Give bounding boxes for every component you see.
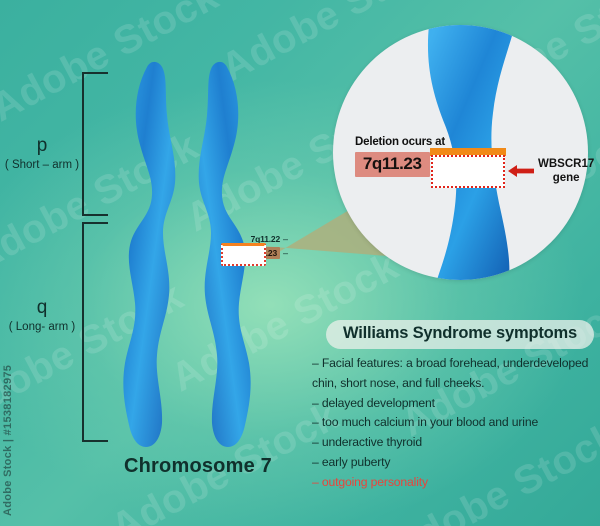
q-arm-sublabel: ( Long- arm ) xyxy=(8,320,76,333)
gene-name-line1: WBSCR17 xyxy=(538,158,595,170)
deletion-callout: Deletion ocurs at 7q11.23 – xyxy=(341,136,459,177)
deletion-marker-box xyxy=(221,243,266,266)
deletion-callout-text: Deletion ocurs at xyxy=(355,136,445,148)
p-arm-label: p ( Short – arm ) xyxy=(3,134,81,172)
symptom-item: – too much calcium in your blood and uri… xyxy=(312,415,539,430)
locus-chip: 7q11.23 xyxy=(354,152,430,177)
orange-band-marker xyxy=(430,148,506,156)
deleted-region-box xyxy=(431,155,505,188)
symptom-item: – Facial features: a broad forehead, und… xyxy=(312,356,589,390)
gene-name-label: WBSCR17 gene xyxy=(538,157,594,186)
chromosome-caption: Chromosome 7 xyxy=(124,455,272,477)
band-leader-line: – xyxy=(282,233,288,244)
q-arm-label: q ( Long- arm ) xyxy=(3,296,81,334)
left-arrow-icon xyxy=(508,165,534,178)
gene-name-line2: gene xyxy=(552,172,580,185)
band-label-7q1122: 7q11.22 xyxy=(250,234,281,244)
p-arm-letter: p xyxy=(36,135,48,156)
symptom-item: – early puberty xyxy=(312,454,391,469)
chromatid-left xyxy=(123,61,176,448)
symptom-item: – underactive thyroid xyxy=(312,435,422,450)
q-arm-bracket xyxy=(82,222,108,442)
symptoms-list: – Facial features: a broad forehead, und… xyxy=(312,354,594,492)
locus-chip-row: 7q11.23 – xyxy=(341,152,459,177)
p-arm-bracket xyxy=(82,72,108,216)
band-leader-line: – xyxy=(282,247,288,258)
gene-callout: WBSCR17 gene xyxy=(508,157,596,186)
stock-id-watermark: Adobe Stock | #1538182975 xyxy=(2,364,14,516)
band-label-row: 7q11.22 – xyxy=(168,232,288,246)
symptoms-title: Williams Syndrome symptoms xyxy=(326,320,594,349)
symptom-item: – outgoing personality xyxy=(312,474,428,489)
p-arm-sublabel: ( Short – arm ) xyxy=(4,158,80,171)
q-arm-letter: q xyxy=(36,297,48,318)
symptom-item: – delayed development xyxy=(312,395,435,410)
